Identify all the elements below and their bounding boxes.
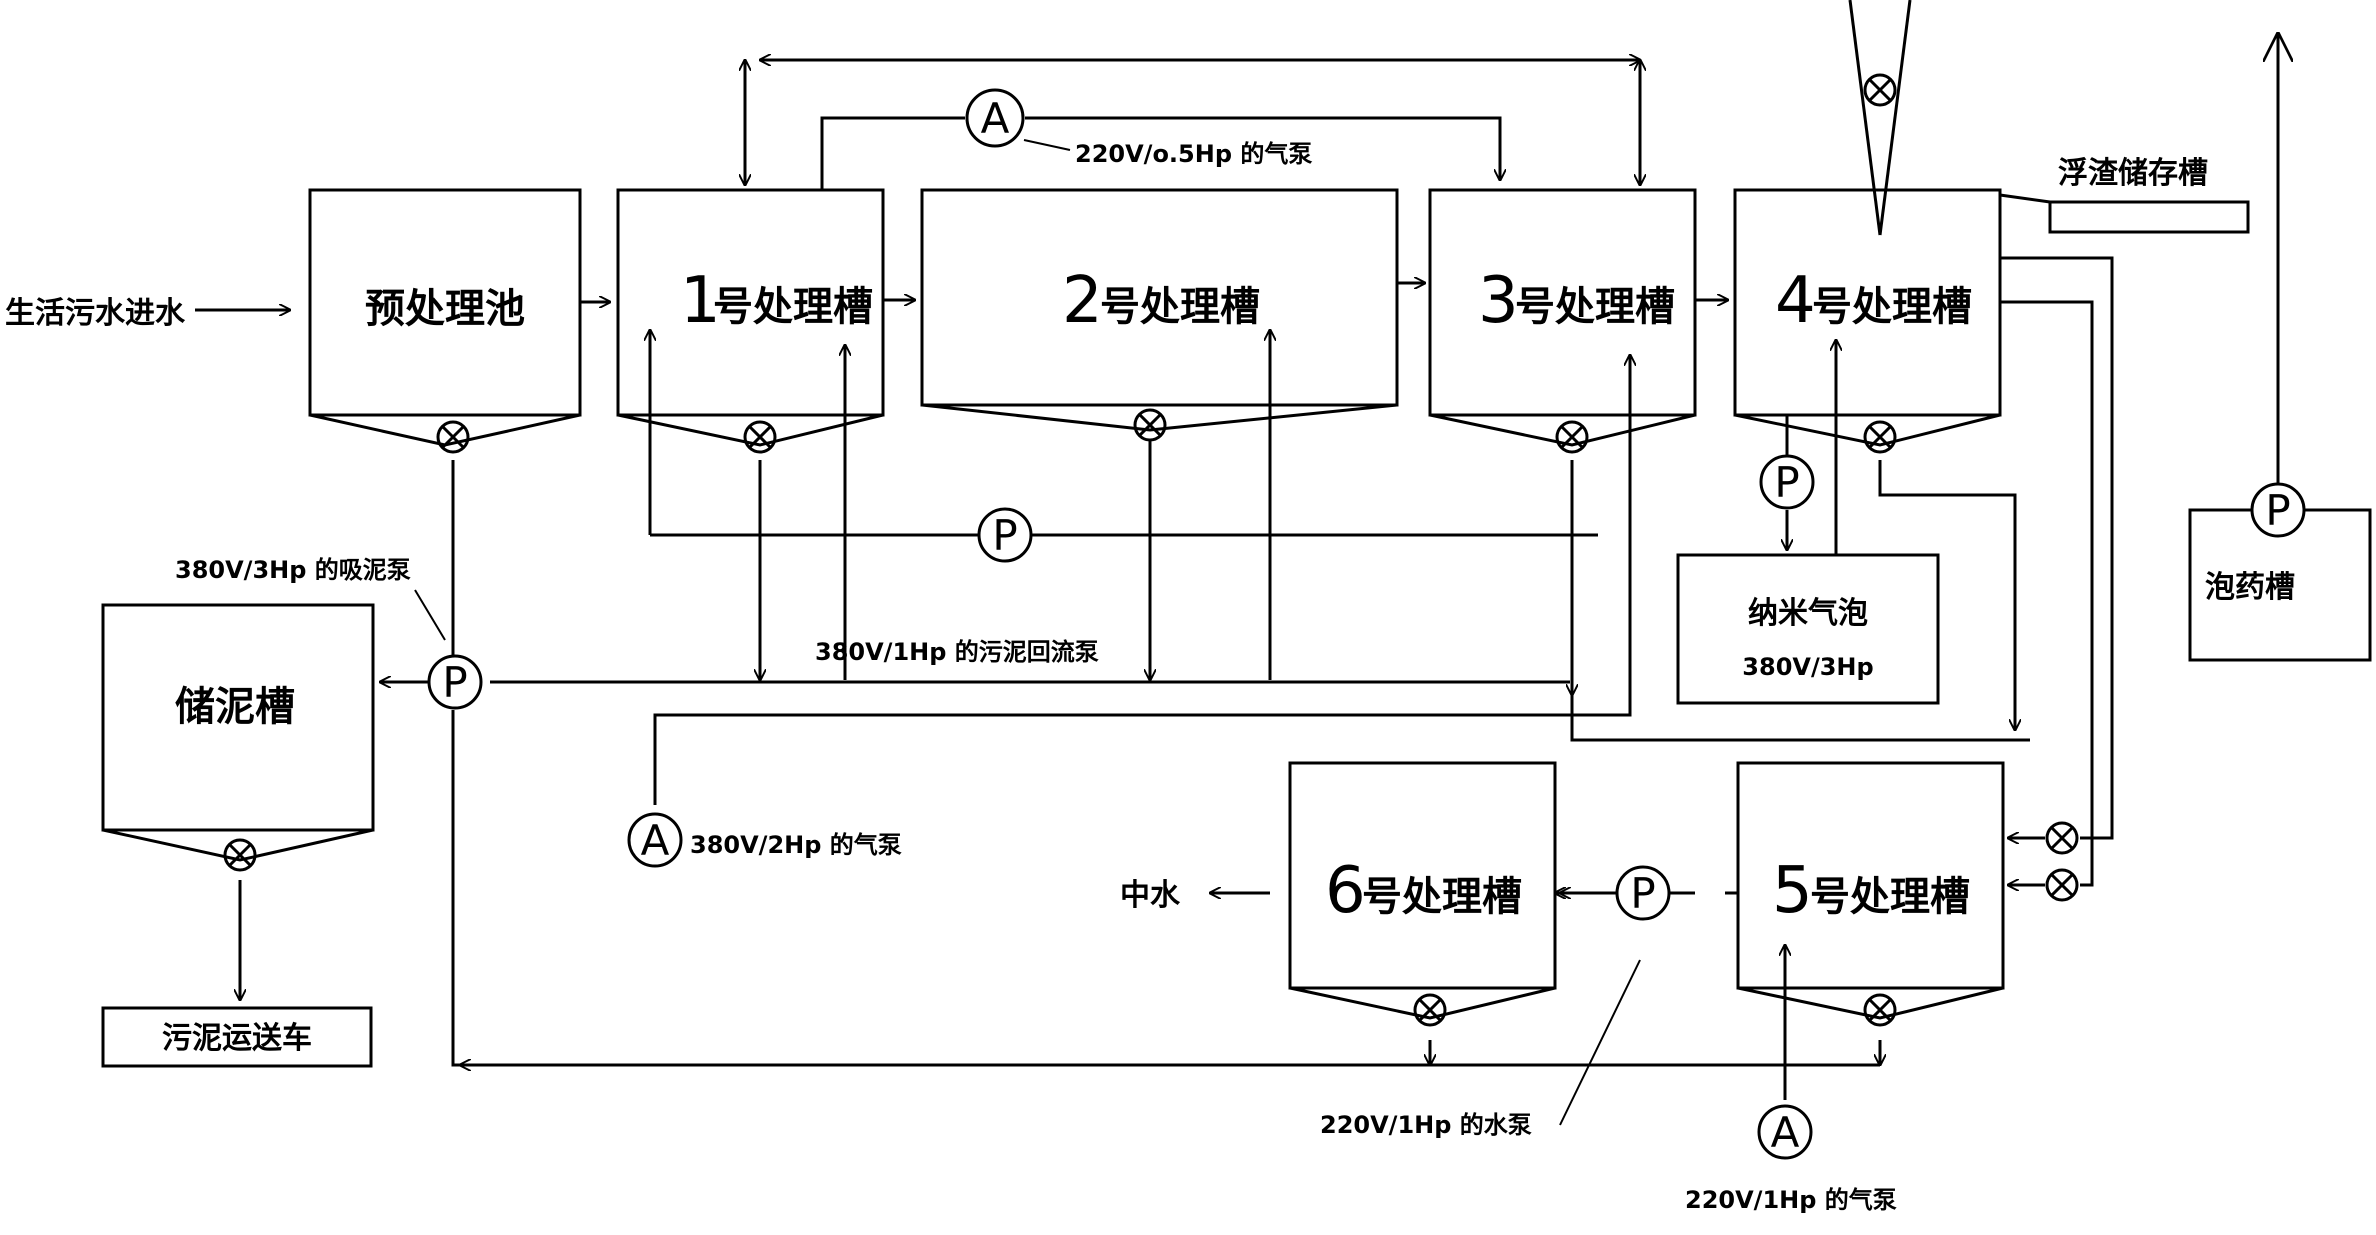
- nano-bubble-spec: 380V/3Hp: [1742, 653, 1873, 681]
- nano-pump-icon: [1759, 454, 1815, 510]
- valve-icon: [436, 420, 470, 454]
- air-pump-bottom-label: 220V/1Hp 的气泵: [1685, 1186, 1897, 1214]
- foam-pump-icon: [2250, 482, 2306, 538]
- sludge-suction-pump-label: 380V/3Hp 的吸泥泵: [175, 556, 411, 584]
- sludge-truck: [101, 1006, 373, 1068]
- tank-6: [1288, 761, 1557, 1020]
- pump-symbol: P: [442, 658, 467, 707]
- air-pump-bottom-icon: [1757, 1104, 1813, 1160]
- sludge-return-pump-icon: [977, 507, 1033, 563]
- sludge-storage-tank: [101, 603, 375, 862]
- tank-5-number: 5: [1772, 854, 1813, 928]
- tank-3-number: 3: [1478, 264, 1519, 338]
- tank-5-label: 号处理槽: [1810, 874, 1970, 920]
- scum-storage-label: 浮渣储存槽: [2058, 156, 2208, 191]
- sludge-storage-label: 储泥槽: [175, 684, 295, 730]
- air-pump-mid-label: 380V/2Hp 的气泵: [690, 831, 902, 859]
- outlet-label: 中水: [1120, 878, 1181, 913]
- tank-2-label: 号处理槽: [1100, 284, 1260, 330]
- inlet-label: 生活污水进水: [5, 296, 186, 331]
- foam-tank-label: 泡药槽: [2205, 570, 2295, 605]
- air-symbol: A: [641, 816, 670, 865]
- tank-4-number: 4: [1775, 264, 1816, 338]
- nano-bubble-unit: [1676, 553, 1940, 705]
- tank-2-number: 2: [1062, 264, 1103, 338]
- tank-3-label: 号处理槽: [1515, 284, 1675, 330]
- pump-symbol: P: [2265, 486, 2290, 535]
- tank-2: [920, 188, 1399, 432]
- air-pump-mid-icon: [627, 812, 683, 868]
- tank-6-label: 号处理槽: [1362, 874, 1522, 920]
- pump-symbol: P: [1630, 869, 1655, 918]
- valve-icon: [1555, 420, 1589, 454]
- valve-icon: [1133, 408, 1167, 442]
- tank-1: [616, 188, 885, 447]
- valve-icon: [2045, 868, 2079, 902]
- valve-icon: [1863, 420, 1897, 454]
- sludge-truck-label: 污泥运送车: [162, 1021, 312, 1056]
- tank-1-number: 1: [680, 264, 721, 338]
- air-symbol: A: [981, 94, 1010, 143]
- air-pump-top-label: 220V/o.5Hp 的气泵: [1075, 140, 1312, 168]
- tank-3: [1428, 188, 1697, 447]
- tank-6-number: 6: [1325, 854, 1366, 928]
- valve-icon: [1863, 73, 1897, 107]
- pump-symbol: P: [992, 511, 1017, 560]
- sludge-return-pump-label: 380V/1Hp 的污泥回流泵: [815, 638, 1099, 666]
- water-pump-icon: [1615, 865, 1671, 921]
- pump-symbol: P: [1774, 458, 1799, 507]
- valve-icon: [1863, 993, 1897, 1027]
- valve-icon: [1413, 993, 1447, 1027]
- sludge-suction-pump-icon: [427, 654, 483, 710]
- tank-1-label: 号处理槽: [713, 284, 873, 330]
- air-pump-top-icon: [965, 88, 1025, 148]
- valve-icon: [223, 838, 257, 872]
- water-pump-label: 220V/1Hp 的水泵: [1320, 1111, 1532, 1139]
- scum-storage-tank: [2048, 200, 2250, 234]
- air-symbol: A: [1771, 1108, 1800, 1157]
- tank-4-label: 号处理槽: [1812, 284, 1972, 330]
- nano-bubble-label: 纳米气泡: [1748, 596, 1868, 631]
- pretreatment-label: 预处理池: [365, 286, 525, 332]
- valve-icon: [2045, 821, 2079, 855]
- valve-icon: [743, 420, 777, 454]
